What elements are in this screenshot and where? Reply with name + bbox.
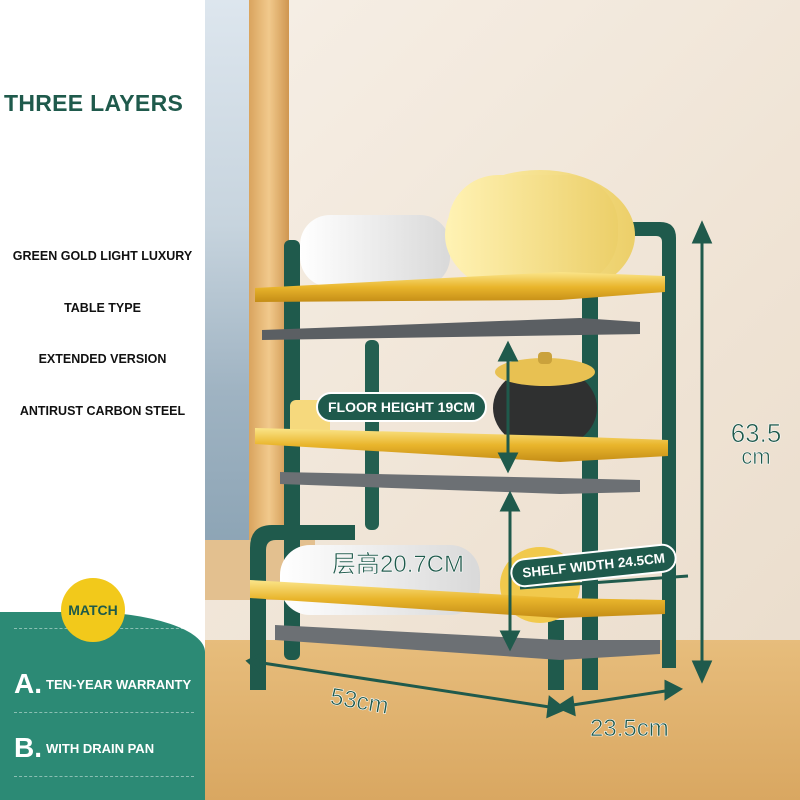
middle-shelf	[255, 428, 668, 494]
feature-panel: THREE LAYERS GREEN GOLD LIGHT LUXURY TAB…	[0, 0, 205, 800]
match-badge: MATCH	[61, 578, 125, 642]
depth-label: 23.5cm	[590, 715, 669, 742]
feature-green-gold: GREEN GOLD LIGHT LUXURY	[12, 249, 193, 263]
option-a: A. TEN-YEAR WARRANTY	[14, 668, 191, 700]
option-a-letter: A.	[14, 668, 42, 699]
floor-height-label: FLOOR HEIGHT 19CM	[316, 392, 488, 422]
top-shelf	[255, 272, 665, 340]
feature-antirust: ANTIRUST CARBON STEEL	[19, 404, 186, 418]
option-b: B. WITH DRAIN PAN	[14, 732, 154, 764]
divider	[14, 712, 194, 713]
divider	[14, 776, 194, 777]
window-view	[205, 0, 249, 560]
top-plates	[300, 170, 635, 300]
total-height-label: 63.5 cm	[724, 420, 788, 468]
layer-height-label: 层高20.7CM	[332, 551, 465, 578]
total-height-value: 63.5	[730, 418, 782, 448]
total-height-unit: cm	[741, 444, 771, 469]
feature-extended: EXTENDED VERSION	[38, 352, 167, 366]
feature-table-type: TABLE TYPE	[64, 301, 141, 315]
option-b-letter: B.	[14, 732, 42, 763]
match-panel	[0, 612, 205, 800]
bottom-shelf	[250, 580, 665, 660]
option-a-text: TEN-YEAR WARRANTY	[46, 676, 192, 692]
product-title: THREE LAYERS	[4, 90, 184, 116]
dimension-arrows	[245, 220, 713, 719]
option-b-text: WITH DRAIN PAN	[46, 740, 155, 756]
